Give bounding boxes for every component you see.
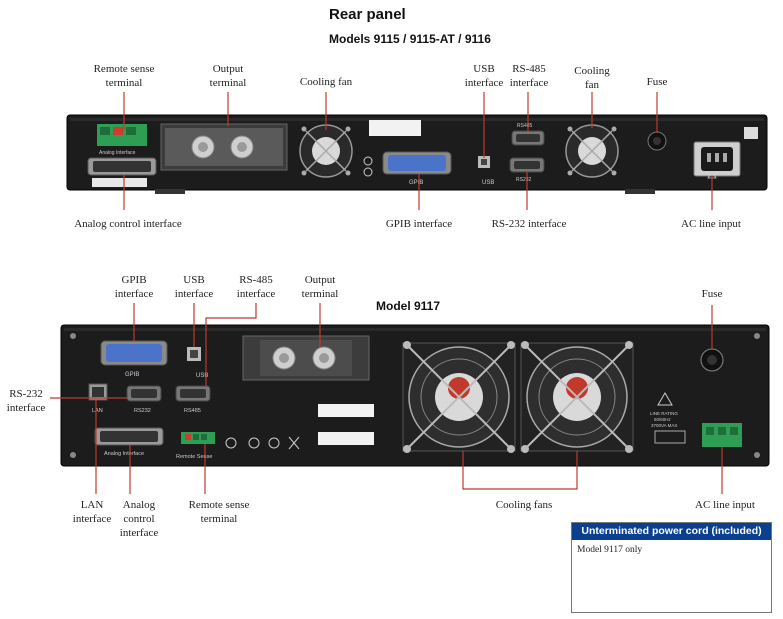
bottom-label-fuse-text: Fuse xyxy=(701,288,723,300)
top-label-gpib-text: GPIB interface xyxy=(385,218,453,230)
models-subtitle-top: Models 9115 / 9115-AT / 9116 xyxy=(329,32,491,46)
bottom-label-rs232: RS-232 interface xyxy=(2,387,50,415)
bottom-label-lan-line2: interface xyxy=(72,513,112,525)
top-remote-sense-terminal xyxy=(97,124,147,146)
bottom-usb-text: USB xyxy=(196,373,208,379)
top-label-rs485-line1: RS-485 xyxy=(512,63,546,75)
bottom-label-ac-text: AC line input xyxy=(695,499,755,511)
top-gpib-text: GPIB xyxy=(409,180,423,186)
bottom-label-cooling-fans-text: Cooling fans xyxy=(495,499,553,511)
bottom-label-rs232-line2: interface xyxy=(6,402,46,414)
top-label-rs485-line2: interface xyxy=(509,77,549,89)
top-cooling-fan-2 xyxy=(565,124,619,178)
bottom-label-analog-line1: Analog xyxy=(122,499,156,511)
bottom-label-remote-sense-line2: terminal xyxy=(200,513,238,525)
bottom-label-analog-line2: control xyxy=(123,513,155,525)
top-label-remote-sense: Remote sense terminal xyxy=(84,62,164,90)
top-label-rs232: RS-232 interface xyxy=(482,217,576,231)
bottom-label-usb: USB interface xyxy=(168,273,220,301)
top-label-cooling-fan-2-line1: Cooling xyxy=(574,65,610,77)
top-label-ac-text: AC line input xyxy=(681,218,741,230)
top-label-usb: USB interface xyxy=(456,62,512,90)
top-analog-text: Analog Interface xyxy=(99,150,136,156)
bottom-label-remote-sense-line1: Remote sense xyxy=(188,499,250,511)
bottom-output-terminal xyxy=(242,335,370,381)
bottom-gpib-connector xyxy=(100,340,168,366)
bottom-line-rating-text: LINE RATING xyxy=(650,411,678,416)
bottom-label-output-line2: terminal xyxy=(301,288,339,300)
top-label-cooling-fan: Cooling fan xyxy=(291,75,361,89)
top-label-ac: AC line input xyxy=(668,217,754,231)
top-callout-lines xyxy=(123,92,713,210)
bottom-label-cooling-fans: Cooling fans xyxy=(484,498,564,512)
top-label-gpib: GPIB interface xyxy=(379,217,459,231)
power-cord-note: Model 9117 only xyxy=(577,545,643,555)
top-label-rs485: RS-485 interface xyxy=(503,62,555,90)
top-label-output-line2: terminal xyxy=(209,77,247,89)
top-ac-inlet xyxy=(693,141,741,177)
power-cord-title: Unterminated power cord (included) xyxy=(572,523,771,540)
bottom-label-output: Output terminal xyxy=(292,273,348,301)
top-output-terminal xyxy=(160,123,288,171)
bottom-label-analog-line3: interface xyxy=(119,527,159,539)
bottom-label-usb-line2: interface xyxy=(174,288,214,300)
bottom-remote-text: Remote Sense xyxy=(176,454,212,460)
bottom-label-fuse: Fuse xyxy=(692,287,732,301)
top-label-output: Output terminal xyxy=(198,62,258,90)
top-label-usb-line1: USB xyxy=(473,63,495,75)
top-label-fuse-text: Fuse xyxy=(646,76,668,88)
top-rs232-text: RS232 xyxy=(516,177,532,183)
bottom-gpib-text: GPIB xyxy=(125,372,139,378)
top-label-remote-sense-line1: Remote sense xyxy=(93,63,155,75)
top-label-analog-text: Analog control interface xyxy=(74,218,182,230)
top-gpib-connector xyxy=(382,151,452,175)
bottom-analog-text: Analog Interface xyxy=(104,451,144,457)
bottom-callout-lines xyxy=(50,303,723,494)
top-label-output-line1: Output xyxy=(212,63,244,75)
top-label-fuse: Fuse xyxy=(637,75,677,89)
bottom-label-analog: Analog control interface xyxy=(112,498,166,540)
bottom-label-gpib-line2: interface xyxy=(114,288,154,300)
bottom-cooling-fan-2 xyxy=(520,341,634,453)
bottom-label-usb-line1: USB xyxy=(183,274,205,286)
bottom-rs232-text: RS232 xyxy=(134,408,151,414)
bottom-label-gpib-line1: GPIB xyxy=(121,274,147,286)
power-cord-box: Unterminated power cord (included) Model… xyxy=(571,522,772,613)
bottom-label-remote-sense: Remote sense terminal xyxy=(176,498,262,526)
top-rear-panel: Analog Interface xyxy=(66,114,768,194)
bottom-label-lan-line1: LAN xyxy=(80,499,104,511)
top-analog-connector xyxy=(87,157,157,176)
top-label-cooling-fan-2-line2: fan xyxy=(584,79,600,91)
page-title: Rear panel xyxy=(329,6,406,23)
top-label-cooling-fan-text: Cooling fan xyxy=(299,76,353,88)
bottom-label-rs485-line2: interface xyxy=(236,288,276,300)
bottom-ac-terminal xyxy=(702,423,742,447)
bottom-cooling-fan-1 xyxy=(402,341,516,453)
top-label-analog: Analog control interface xyxy=(62,217,194,231)
bottom-label-lan: LAN interface xyxy=(66,498,118,526)
bottom-label-rs485: RS-485 interface xyxy=(230,273,282,301)
top-label-remote-sense-line2: terminal xyxy=(105,77,143,89)
top-cooling-fan-1 xyxy=(299,124,353,178)
bottom-line-va-text: 3700VA MAX xyxy=(651,423,677,428)
bottom-label-gpib: GPIB interface xyxy=(106,273,162,301)
bottom-label-ac: AC line input xyxy=(682,498,768,512)
bottom-label-rs485-line1: RS-485 xyxy=(239,274,273,286)
models-subtitle-bottom: Model 9117 xyxy=(376,299,441,313)
bottom-lan-text: LAN xyxy=(92,408,103,414)
bottom-remote-sense-terminal xyxy=(181,432,215,444)
bottom-label-rs232-line1: RS-232 xyxy=(9,388,43,400)
bottom-line-freq-text: 50/60Hz xyxy=(654,417,672,422)
top-label-cooling-fan-2: Cooling fan xyxy=(566,64,618,92)
top-label-rs232-text: RS-232 interface xyxy=(491,218,567,230)
top-usb-text: USB xyxy=(482,180,494,186)
top-label-usb-line2: interface xyxy=(464,77,504,89)
bottom-label-output-line1: Output xyxy=(304,274,336,286)
top-rs485-text: RS485 xyxy=(517,123,533,129)
bottom-rs485-text: RS485 xyxy=(184,408,201,414)
bottom-rear-panel: GPIB USB LAN RS232 RS485 Analog Interfac… xyxy=(60,324,770,467)
